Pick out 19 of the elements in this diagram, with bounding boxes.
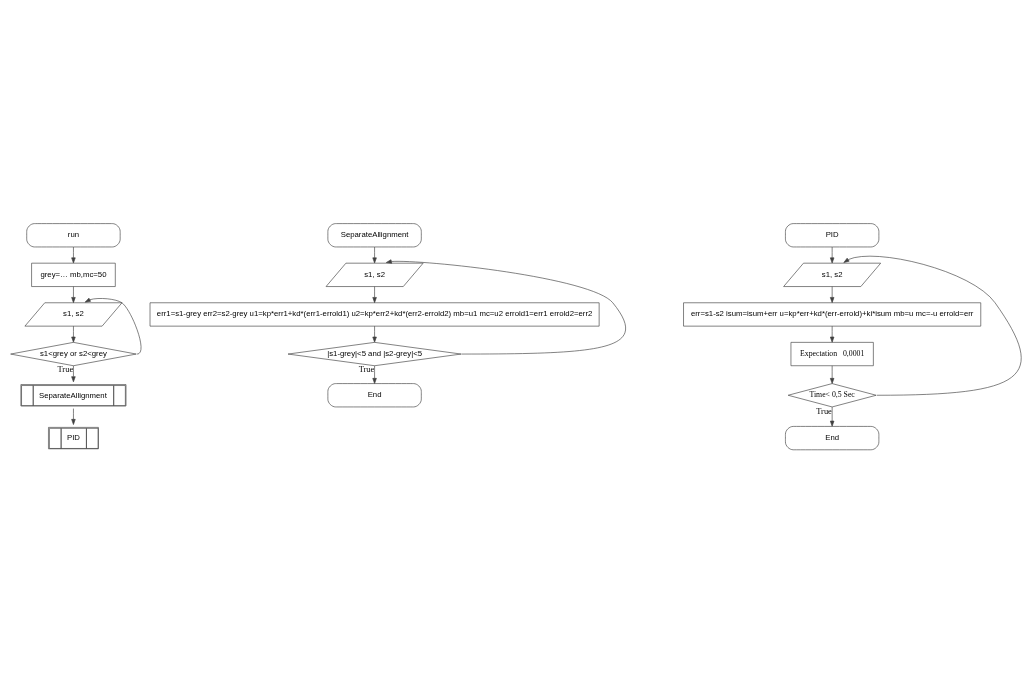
arrow — [372, 246, 377, 264]
arrow — [830, 246, 835, 264]
arrow — [71, 365, 76, 383]
arrow — [843, 255, 1022, 396]
arrow — [830, 406, 835, 427]
arrow — [830, 286, 835, 303]
arrow — [372, 325, 377, 343]
arrow — [372, 365, 377, 384]
arrow — [385, 259, 626, 355]
edge-label: True — [816, 406, 832, 417]
arrow — [830, 365, 835, 384]
arrow — [830, 325, 835, 343]
arrow — [71, 325, 76, 343]
arrow — [71, 408, 76, 425]
arrow — [372, 286, 377, 303]
arrow — [71, 286, 76, 303]
edge-label: True — [358, 364, 375, 375]
arrow — [71, 246, 76, 264]
arrow — [84, 297, 142, 355]
